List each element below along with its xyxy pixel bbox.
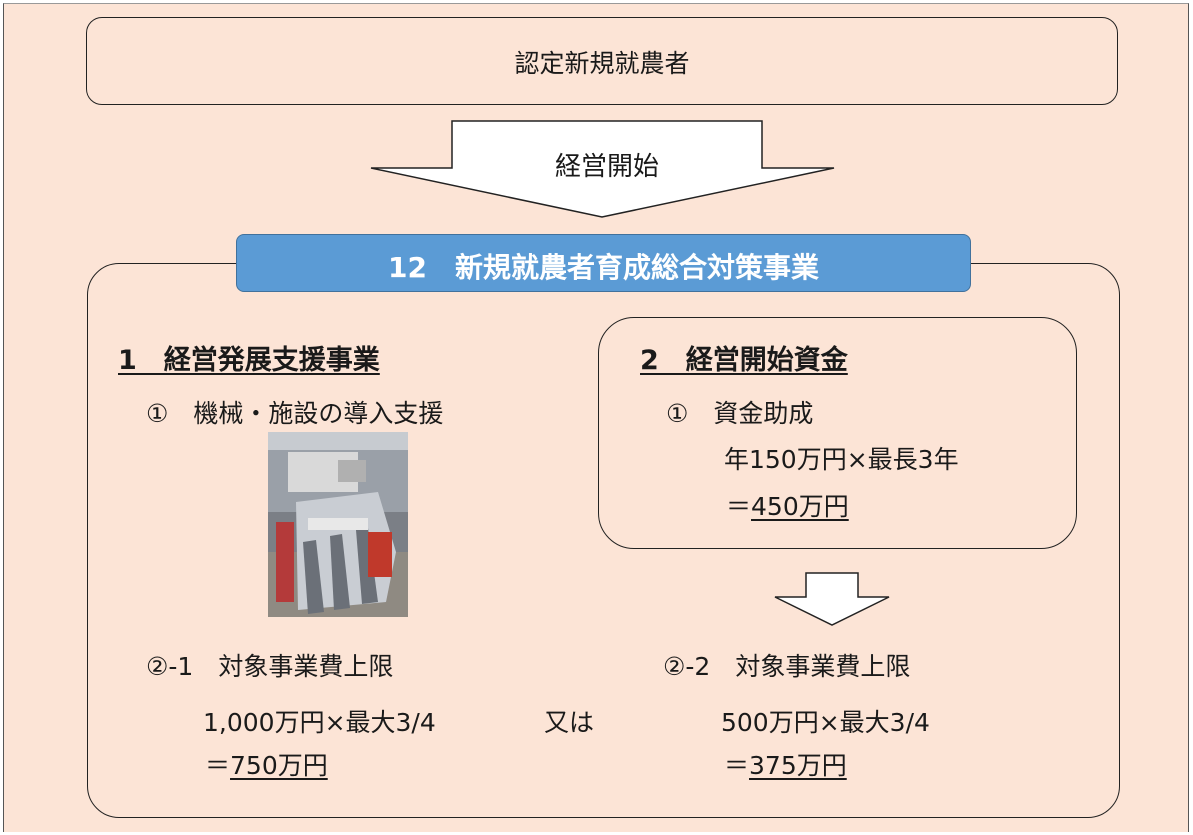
certified-farmer-label: 認定新規就農者	[514, 49, 690, 78]
section2-heading: 2 経営開始資金	[640, 345, 848, 376]
section2-box	[598, 317, 1077, 549]
management-start-label: 経営開始	[554, 152, 659, 182]
section2-result-value: 450万円	[751, 492, 849, 521]
section2-result2-value: 375万円	[749, 751, 847, 780]
section2-item1: ① 資金助成	[666, 399, 814, 428]
combine-harvester-photo	[268, 432, 408, 617]
section2-result2: ＝375万円	[724, 746, 847, 782]
section2-calc2: 500万円×最大3/4	[721, 708, 930, 737]
small-down-arrow	[774, 572, 890, 626]
section1-item2: ②-1 対象事業費上限	[146, 652, 394, 681]
section1-item1: ① 機械・施設の導入支援	[146, 399, 444, 428]
certified-farmer-box	[86, 17, 1118, 105]
section1-result: ＝750万円	[205, 746, 328, 782]
section2-result: ＝450万円	[726, 487, 849, 523]
section1-result-prefix: ＝	[205, 751, 231, 780]
section1-result-value: 750万円	[230, 751, 328, 780]
section2-item2: ②-2 対象事業費上限	[663, 652, 911, 681]
management-start-arrow	[370, 120, 835, 218]
program-title: 12 新規就農者育成総合対策事業	[388, 251, 819, 284]
section1-calc: 1,000万円×最大3/4	[203, 708, 436, 737]
section2-calc: 年150万円×最長3年	[724, 445, 959, 474]
or-label: 又は	[544, 708, 595, 737]
program-title-bar	[236, 234, 971, 292]
section1-heading: 1 経営発展支援事業	[118, 345, 380, 376]
section2-result2-prefix: ＝	[724, 751, 750, 780]
section2-result-prefix: ＝	[726, 492, 752, 521]
